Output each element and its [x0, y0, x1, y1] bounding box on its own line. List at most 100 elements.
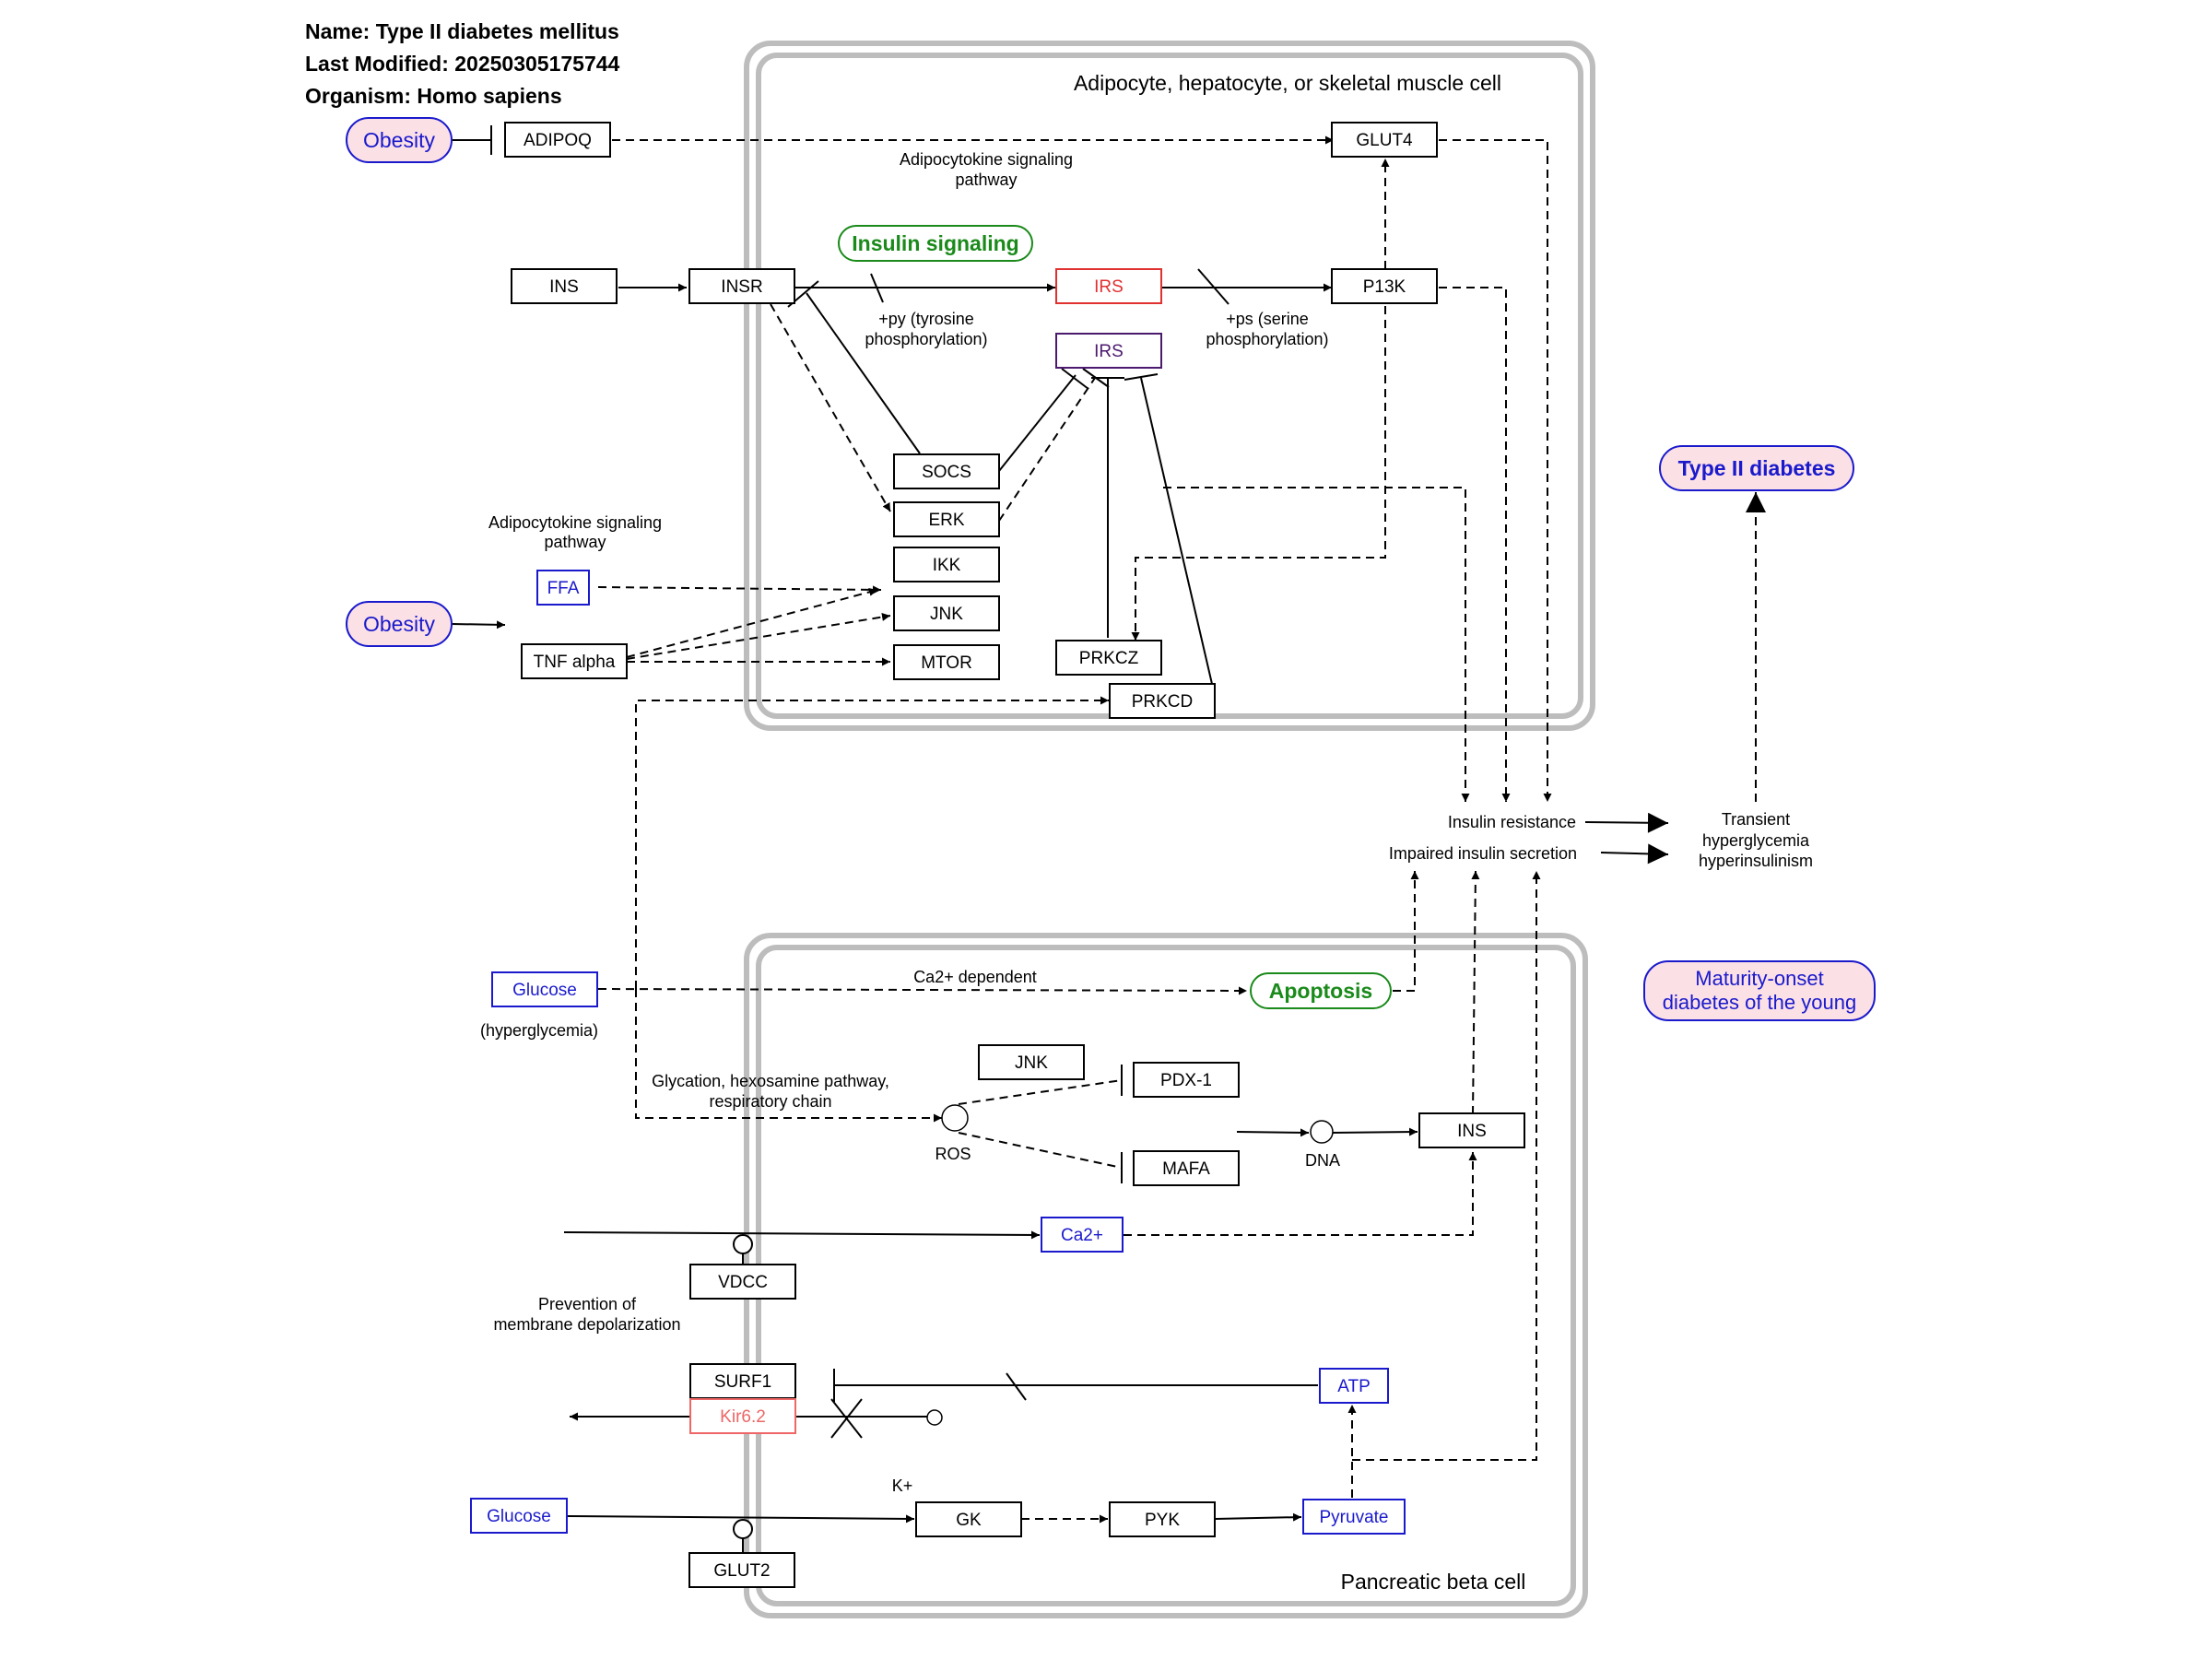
gene-p13k-label: P13K	[1363, 277, 1406, 297]
disease-obesity-top-label: Obesity	[363, 128, 435, 152]
edge-socs-insr	[806, 292, 921, 454]
label-insulin-resistance: Insulin resistance	[1448, 813, 1576, 831]
edges: GLUT4 --> Insulin resistance --> GLUT4 -…	[451, 125, 1766, 1524]
label-transient-1: Transient	[1722, 810, 1790, 829]
gene-glut4-label: GLUT4	[1356, 131, 1413, 150]
edge-ros-mafa	[958, 1132, 1123, 1169]
gene-glut4[interactable]: GLUT4	[1331, 122, 1438, 158]
metabolite-pyruvate[interactable]: Pyruvate	[1302, 1499, 1406, 1535]
gene-jnk-top-label: JNK	[930, 605, 963, 624]
disease-mody[interactable]: Maturity-onset diabetes of the young	[1643, 960, 1876, 1021]
edge-impaired-transient	[1600, 843, 1669, 865]
gene-glut2[interactable]: GLUT2	[688, 1552, 795, 1588]
gene-tnf-alpha-label: TNF alpha	[534, 653, 616, 672]
metabolite-ca2[interactable]: Ca2+	[1041, 1217, 1124, 1253]
metabolite-ca2-label: Ca2+	[1061, 1226, 1103, 1245]
gene-irs-red-label: IRS	[1094, 277, 1124, 297]
label-adipocytokine-left-2: pathway	[544, 533, 606, 551]
gene-insr[interactable]: INSR	[688, 268, 795, 304]
glut2-channel-icon	[733, 1519, 753, 1539]
metabolite-pyruvate-label: Pyruvate	[1320, 1508, 1389, 1527]
compound-k-circle	[926, 1409, 943, 1426]
pathway-insulin-signaling[interactable]: Insulin signaling	[838, 225, 1033, 262]
metabolite-ffa[interactable]: FFA	[536, 570, 590, 606]
gene-p13k[interactable]: P13K	[1331, 268, 1438, 304]
gene-gk[interactable]: GK	[915, 1501, 1022, 1537]
gene-ins-beta-label: INS	[1457, 1122, 1487, 1141]
gene-tnf-alpha[interactable]: TNF alpha	[521, 643, 628, 679]
compound-dna[interactable]	[1310, 1120, 1334, 1144]
gene-ins-top-label: INS	[549, 277, 579, 297]
compound-ros[interactable]	[941, 1104, 969, 1132]
gene-socs[interactable]: SOCS	[893, 453, 1000, 489]
gene-irs-red[interactable]: IRS	[1055, 268, 1162, 304]
gene-vdcc[interactable]: VDCC	[689, 1264, 796, 1300]
edge-glucose-gk	[567, 1514, 915, 1524]
metabolite-glucose-top-label: Glucose	[512, 981, 577, 1000]
label-ps-1: +ps (serine	[1226, 310, 1309, 328]
gene-ins-beta[interactable]: INS	[1418, 1112, 1525, 1148]
edge-ins-impaired	[1471, 870, 1480, 1115]
label-dna: DNA	[1305, 1151, 1340, 1170]
gene-irs-purple[interactable]: IRS	[1055, 333, 1162, 369]
disease-type2-diabetes[interactable]: Type II diabetes	[1659, 445, 1854, 491]
metabolite-glucose-top[interactable]: Glucose	[491, 971, 598, 1007]
header-name: Name: Type II diabetes mellitus	[305, 19, 619, 43]
edge-irs-resistance	[1163, 487, 1470, 802]
edge-glucose-apoptosis	[597, 986, 1248, 995]
gene-surf1[interactable]: SURF1	[689, 1363, 796, 1399]
metabolite-glucose-bottom[interactable]: Glucose	[470, 1498, 568, 1534]
disease-obesity-top[interactable]: Obesity	[346, 117, 453, 163]
gene-pyk-label: PYK	[1145, 1511, 1180, 1530]
gene-pyk[interactable]: PYK	[1109, 1501, 1216, 1537]
compartment-adipocyte-title: Adipocyte, hepatocyte, or skeletal muscl…	[1074, 71, 1501, 95]
compartment-beta-cell-title: Pancreatic beta cell	[1341, 1570, 1526, 1594]
edge-p13k-prkcz	[1131, 306, 1386, 641]
gene-ikk[interactable]: IKK	[893, 547, 1000, 582]
edge-pyk-pyruvate	[1214, 1512, 1302, 1522]
disease-type2-diabetes-label: Type II diabetes	[1678, 456, 1836, 480]
gene-kir62-label: Kir6.2	[720, 1407, 766, 1427]
edge-apoptosis-impaired	[1393, 871, 1419, 992]
edge-to-dna	[1236, 1128, 1310, 1137]
label-transient-3: hyperinsulinism	[1699, 852, 1813, 870]
label-adipocytokine-top-1: Adipocytokine signaling	[900, 150, 1073, 169]
header-modified: Last Modified: 20250305175744	[305, 52, 620, 76]
label-ps-2: phosphorylation)	[1206, 330, 1328, 348]
edge-prkcd-irs	[1140, 377, 1213, 685]
gene-prkcz[interactable]: PRKCZ	[1055, 640, 1162, 676]
label-adipocytokine-left-1: Adipocytokine signaling	[488, 513, 662, 532]
gene-irs-purple-label: IRS	[1094, 342, 1124, 361]
gene-jnk-beta-label: JNK	[1015, 1053, 1048, 1073]
edge-socs-irs	[998, 374, 1077, 472]
label-py-1: +py (tyrosine	[878, 310, 974, 328]
gene-mtor[interactable]: MTOR	[893, 644, 1000, 680]
gene-adipoq-label: ADIPOQ	[524, 131, 592, 150]
pathway-apoptosis[interactable]: Apoptosis	[1250, 972, 1392, 1009]
label-adipocytokine-top-2: pathway	[955, 171, 1017, 189]
compartment-adipocyte: Adipocyte, hepatocyte, or skeletal muscl…	[744, 41, 1595, 731]
inhibit-bar-irs-socs	[1061, 368, 1089, 390]
gene-kir62[interactable]: Kir6.2	[689, 1398, 796, 1434]
edge-p13k-resistance	[1439, 287, 1511, 802]
gene-gk-label: GK	[956, 1511, 982, 1530]
gene-jnk-top[interactable]: JNK	[893, 595, 1000, 631]
compartment-beta-cell: Pancreatic beta cell	[744, 933, 1588, 1618]
gene-jnk-beta[interactable]: JNK	[978, 1044, 1085, 1080]
metabolite-atp[interactable]: ATP	[1319, 1368, 1389, 1404]
gene-adipoq[interactable]: ADIPOQ	[504, 122, 611, 158]
gene-prkcd[interactable]: PRKCD	[1109, 683, 1216, 719]
disease-mody-label-1: Maturity-onset	[1695, 967, 1823, 990]
gene-erk[interactable]: ERK	[893, 501, 1000, 537]
disease-obesity-mid[interactable]: Obesity	[346, 601, 453, 647]
vdcc-channel-icon	[733, 1234, 753, 1254]
metabolite-atp-label: ATP	[1337, 1377, 1371, 1396]
disease-mody-label-2: diabetes of the young	[1663, 991, 1856, 1014]
gene-mafa[interactable]: MAFA	[1133, 1150, 1240, 1186]
gene-ins-top[interactable]: INS	[511, 268, 618, 304]
label-prevention-1: Prevention of	[538, 1295, 637, 1313]
edge-dna-ins	[1331, 1127, 1418, 1136]
gene-pdx1[interactable]: PDX-1	[1133, 1062, 1240, 1098]
gene-mtor-label: MTOR	[921, 653, 972, 673]
